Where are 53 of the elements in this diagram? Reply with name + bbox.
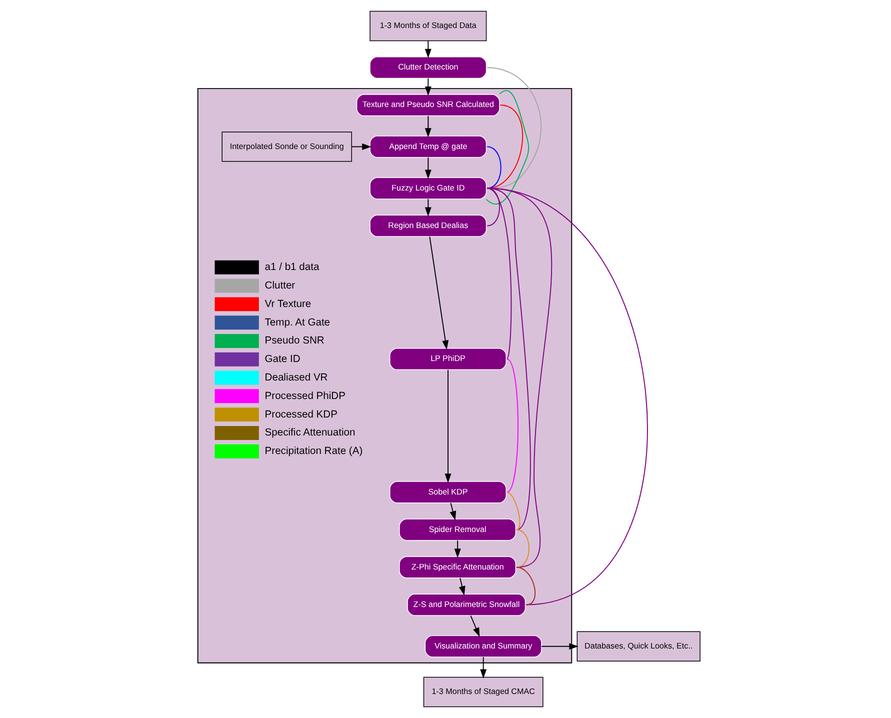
arrow [424,78,431,96]
arrow [424,116,431,138]
node-box: Sobel KDP [389,481,506,504]
node-box: Fuzzy Logic Gate ID [369,177,486,200]
arrow [454,540,460,558]
arrow [470,615,480,637]
legend-label: Vr Texture [264,298,311,310]
arrow [428,236,448,350]
connector [506,358,518,493]
node-box: Z-Phi Specific Attenuation [398,556,516,578]
connector [515,529,529,568]
arrow [449,502,456,520]
node-box: Interpolated Sonde or Sounding [221,132,352,162]
legend-label: Processed PhiDP [264,390,345,402]
connector [506,492,520,530]
connector [486,188,647,606]
node-box: Databases, Quick Looks, Etc.. [576,631,700,662]
node-box: LP PhiDP [389,348,506,370]
connector [485,90,529,204]
connector [515,566,535,606]
legend-label: Gate ID [264,354,300,366]
connector [486,67,541,189]
connector [486,188,530,530]
node-box: Visualization and Summary [424,635,542,658]
arrow [480,656,486,679]
legend-label: Specific Attenuation [264,428,355,439]
legend-label: Dealiased VR [264,372,328,384]
node-box: Region Based Dealias [369,214,486,237]
legend-label: Precipitation Rate (A) [264,446,362,458]
node-box: Clutter Detection [369,56,486,79]
arrow [424,198,431,217]
connector [486,146,501,189]
node-box: 1-3 Months of Staged Data [369,10,486,42]
connector [486,104,523,189]
legend-label: Clutter [264,280,295,292]
connector [486,188,552,568]
legend-label: a1 / b1 data [264,262,319,274]
legend-label: Processed KDP [264,409,337,420]
arrow [540,643,578,650]
legend-label: Temp. At Gate [264,317,330,328]
node-box: Spider Removal [398,518,516,541]
node-box: 1-3 Months of Staged CMAC [422,676,543,708]
node-box: Texture and Pseudo SNR Calculated [356,94,500,116]
arrow [424,157,431,180]
arrow [350,143,371,150]
arrow [444,369,451,483]
arrow [424,40,431,58]
node-box: Z-S and Polarimetric Snowfall [406,594,526,616]
connector [486,188,512,360]
legend-label: Pseudo SNR [264,336,324,347]
node-box: Append Temp @ gate [369,136,486,158]
connector [486,188,500,226]
arrow [458,578,465,596]
